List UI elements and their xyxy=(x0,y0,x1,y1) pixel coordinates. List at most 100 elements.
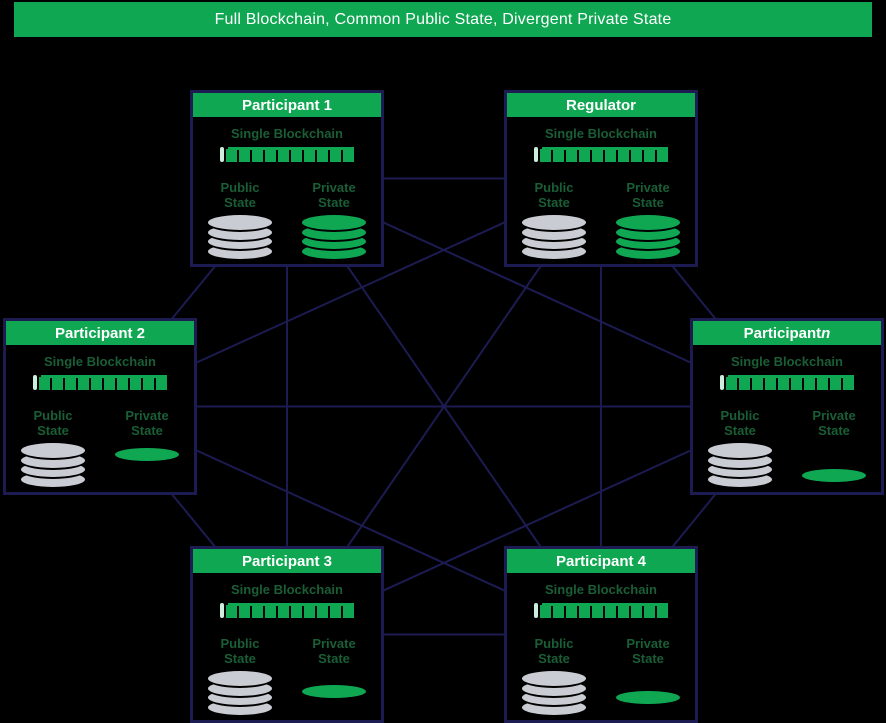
node-title-bar: Participant 1 xyxy=(193,93,381,117)
private-state-column: Private State xyxy=(291,180,377,259)
chain-link-bar xyxy=(228,147,354,150)
private-state-disks-icon xyxy=(802,443,866,487)
chain-block xyxy=(726,377,737,390)
chain-block xyxy=(317,149,328,162)
public-state-label: Public State xyxy=(720,408,760,438)
private-state-label: Private State xyxy=(125,408,169,438)
public-state-disks-icon xyxy=(708,443,772,487)
single-blockchain-label: Single Blockchain xyxy=(231,582,343,597)
node-title: Participant 4 xyxy=(555,552,647,570)
public-state-column: Public State xyxy=(10,408,96,487)
node-title: Participant 3 xyxy=(241,552,333,570)
node-title-bar: Participant 4 xyxy=(507,549,695,573)
public-state-label: Public State xyxy=(220,636,260,666)
private-state-disks-icon xyxy=(616,671,680,715)
chain-block xyxy=(265,149,276,162)
private-state-disks-icon xyxy=(616,215,680,259)
chain-block xyxy=(631,605,642,618)
database-disk xyxy=(21,443,85,458)
chain-block xyxy=(330,605,341,618)
chain-block xyxy=(592,149,603,162)
private-state-label: Private State xyxy=(312,180,356,210)
state-row: Public State Private State xyxy=(507,180,695,259)
chain-block xyxy=(117,377,128,390)
chain-block xyxy=(252,149,263,162)
chain-block xyxy=(156,377,167,390)
chain-start-cap xyxy=(33,375,37,390)
chain-block xyxy=(752,377,763,390)
database-disk xyxy=(208,671,272,686)
public-state-disks-icon xyxy=(208,671,272,715)
chain-link-bar xyxy=(542,147,668,150)
chain-block xyxy=(657,149,668,162)
chain-block xyxy=(39,377,50,390)
single-blockchain-label: Single Blockchain xyxy=(731,354,843,369)
node-title-bar: Participant 2 xyxy=(6,321,194,345)
chain-block xyxy=(291,605,302,618)
private-state-column: Private State xyxy=(791,408,877,487)
chain-block xyxy=(579,605,590,618)
chain-start-cap xyxy=(534,603,538,618)
public-state-label: Public State xyxy=(534,636,574,666)
chain-link-bar xyxy=(228,603,354,606)
chain-block xyxy=(252,605,263,618)
chain-block xyxy=(765,377,776,390)
private-state-column: Private State xyxy=(605,636,691,715)
public-state-column: Public State xyxy=(511,180,597,259)
chain-block xyxy=(278,605,289,618)
chain-block xyxy=(104,377,115,390)
state-row: Public State Private State xyxy=(507,636,695,715)
public-state-label: Public State xyxy=(220,180,260,210)
chain-block xyxy=(618,149,629,162)
database-disk xyxy=(208,215,272,230)
private-state-label: Private State xyxy=(626,180,670,210)
diagram-title-bar: Full Blockchain, Common Public State, Di… xyxy=(14,2,872,37)
node-title-suffix: n xyxy=(821,324,831,342)
single-blockchain-label: Single Blockchain xyxy=(231,126,343,141)
state-row: Public State Private State xyxy=(193,180,381,259)
node-title-bar: Participant 3 xyxy=(193,549,381,573)
database-disk xyxy=(522,215,586,230)
chain-link-bar xyxy=(41,375,167,378)
chain-block xyxy=(817,377,828,390)
chain-block xyxy=(343,605,354,618)
node-participant-1: Participant 1 Single Blockchain Public S… xyxy=(190,90,384,267)
chain-block xyxy=(317,605,328,618)
blockchain-chain-icon xyxy=(534,603,668,618)
chain-block xyxy=(566,605,577,618)
chain-block xyxy=(226,605,237,618)
diagram-title: Full Blockchain, Common Public State, Di… xyxy=(214,10,672,28)
database-disk xyxy=(115,448,179,461)
chain-block xyxy=(579,149,590,162)
blockchain-chain-icon xyxy=(33,375,167,390)
chain-block xyxy=(78,377,89,390)
private-state-label: Private State xyxy=(812,408,856,438)
private-state-label: Private State xyxy=(312,636,356,666)
private-state-column: Private State xyxy=(291,636,377,715)
chain-start-cap xyxy=(220,603,224,618)
chain-block xyxy=(130,377,141,390)
state-row: Public State Private State xyxy=(6,408,194,487)
state-row: Public State Private State xyxy=(193,636,381,715)
public-state-disks-icon xyxy=(522,671,586,715)
chain-block xyxy=(605,149,616,162)
database-disk xyxy=(802,469,866,482)
chain-block xyxy=(553,605,564,618)
single-blockchain-label: Single Blockchain xyxy=(44,354,156,369)
public-state-column: Public State xyxy=(697,408,783,487)
database-disk xyxy=(708,443,772,458)
chain-block xyxy=(804,377,815,390)
chain-block xyxy=(304,605,315,618)
chain-block xyxy=(343,149,354,162)
chain-block xyxy=(143,377,154,390)
database-disk xyxy=(616,691,680,704)
public-state-disks-icon xyxy=(21,443,85,487)
chain-start-cap xyxy=(220,147,224,162)
chain-block xyxy=(65,377,76,390)
database-disk xyxy=(302,685,366,698)
blockchain-chain-icon xyxy=(220,147,354,162)
public-state-column: Public State xyxy=(197,636,283,715)
chain-block xyxy=(830,377,841,390)
blockchain-chain-icon xyxy=(720,375,854,390)
